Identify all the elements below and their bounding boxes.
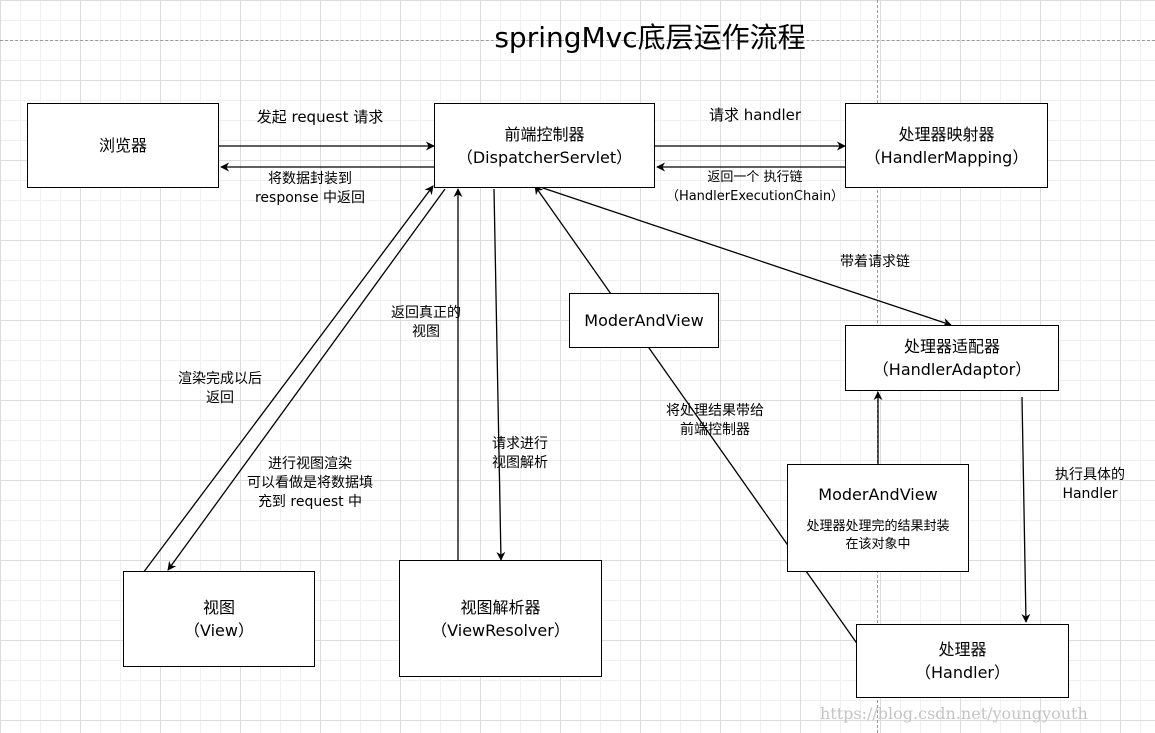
label-render-done: 渲染完成以后 返回: [160, 370, 280, 408]
edge-exec-handler: [1021, 396, 1031, 623]
label-exec-handler-line1: 执行具体的: [1055, 467, 1125, 483]
label-with-chain: 带着请求链: [840, 254, 910, 270]
node-adaptor-label: 处理器适配器: [903, 337, 1000, 356]
label-render-done-line2: 返回: [206, 390, 234, 406]
watermark: https://blog.csdn.net/youngyouth: [820, 704, 1088, 723]
edge-render-view: [167, 188, 446, 571]
label-real-view-line1: 返回真正的: [391, 305, 461, 321]
node-handler-sublabel: （Handler）: [914, 663, 1010, 682]
label-exec-handler-line2: Handler: [1062, 486, 1118, 502]
edge-result-back: [534, 185, 864, 653]
label-response-line2: response 中返回: [254, 190, 366, 206]
label-exec-handler: 执行具体的 Handler: [1035, 466, 1145, 504]
edge-render-done: [142, 185, 434, 574]
edge-resolve: [493, 188, 506, 561]
node-handler-mapping: 处理器映射器 （HandlerMapping）: [845, 103, 1048, 188]
node-mav-note: 处理器处理完的结果封装 在该对象中: [806, 518, 949, 554]
node-view-label: 视图: [202, 598, 235, 617]
label-render-view-line1: 进行视图渲染: [268, 456, 352, 472]
label-real-view-line2: 视图: [412, 324, 440, 340]
node-browser-label: 浏览器: [98, 136, 147, 155]
label-request-handler: 请求 handler: [708, 106, 802, 124]
node-mav-label: ModerAndView: [818, 484, 938, 504]
node-dispatcher-servlet: 前端控制器 （DispatcherServlet）: [434, 103, 655, 188]
node-handler-adaptor: 处理器适配器 （HandlerAdaptor）: [845, 325, 1059, 391]
label-resolve-line1: 请求进行: [492, 436, 548, 452]
label-response: 将数据封装到 response 中返回: [230, 170, 390, 208]
label-result-back: 将处理结果带给 前端控制器: [640, 402, 790, 440]
label-return-chain-line2: （HandlerExecutionChain）: [665, 189, 845, 204]
label-result-back-line2: 前端控制器: [680, 422, 750, 438]
edge-with-chain: [539, 186, 952, 327]
node-mav-note-line1: 处理器处理完的结果封装: [806, 518, 950, 534]
node-mapping-label: 处理器映射器: [898, 124, 995, 144]
node-mav-top-label: ModerAndView: [584, 311, 704, 330]
label-resolve: 请求进行 视图解析: [470, 435, 570, 473]
node-handler-label: 处理器: [938, 640, 987, 659]
label-request: 发起 request 请求: [256, 108, 384, 126]
diagram-title: springMvc底层运作流程: [494, 21, 806, 54]
node-handler: 处理器 （Handler）: [856, 624, 1069, 698]
node-model-and-view-top: ModerAndView: [569, 293, 719, 348]
node-adaptor-sublabel: （HandlerAdaptor）: [872, 360, 1032, 379]
node-mav-note-line2: 在该对象中: [845, 536, 911, 552]
guide-line-horizontal: [0, 40, 1155, 41]
label-return-chain: 返回一个 执行链 （HandlerExecutionChain）: [660, 168, 850, 206]
node-model-and-view: ModerAndView 处理器处理完的结果封装 在该对象中: [787, 464, 969, 572]
node-view: 视图 （View）: [123, 571, 315, 667]
node-mapping-sublabel: （HandlerMapping）: [864, 147, 1029, 167]
node-browser: 浏览器: [27, 103, 219, 188]
node-view-resolver: 视图解析器 （ViewResolver）: [399, 560, 602, 677]
node-dispatcher-label: 前端控制器: [504, 124, 585, 144]
node-resolver-label: 视图解析器: [460, 597, 541, 617]
node-view-sublabel: （View）: [184, 621, 254, 640]
label-real-view: 返回真正的 视图: [376, 304, 476, 342]
node-dispatcher-sublabel: （DispatcherServlet）: [456, 147, 633, 167]
label-return-chain-line1: 返回一个 执行链: [707, 170, 803, 185]
label-render-done-line1: 渲染完成以后: [178, 371, 262, 387]
label-render-view-line2: 可以看做是将数据填: [247, 475, 373, 491]
label-render-view-line3: 充到 request 中: [257, 494, 363, 510]
label-resolve-line2: 视图解析: [492, 455, 548, 471]
node-resolver-sublabel: （ViewResolver）: [431, 620, 570, 640]
label-render-view: 进行视图渲染 可以看做是将数据填 充到 request 中: [225, 455, 395, 512]
label-response-line1: 将数据封装到: [268, 171, 352, 187]
label-result-back-line1: 将处理结果带给: [666, 403, 764, 419]
